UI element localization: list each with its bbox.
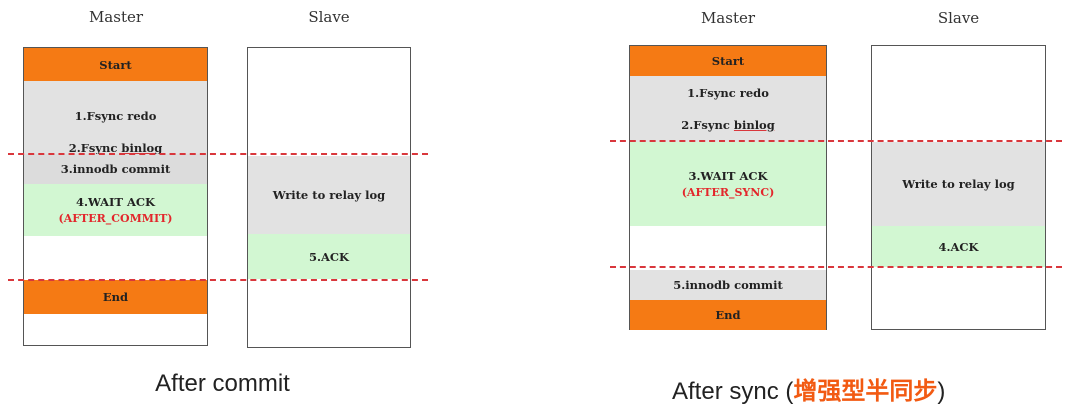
left-start-block: Start bbox=[24, 48, 207, 81]
left-relay-log-block: Write to relay log bbox=[248, 156, 410, 234]
right-start-label: Start bbox=[711, 54, 745, 68]
left-end-block: End bbox=[24, 280, 207, 314]
right-step3-label: 3.WAIT ACK bbox=[688, 169, 768, 183]
right-caption-highlight: 增强型半同步 bbox=[793, 378, 938, 405]
right-sync-line-bottom bbox=[610, 266, 1062, 268]
left-step3-label: 3.innodb commit bbox=[60, 162, 171, 176]
right-master-column: Start 1.Fsync redo 2.Fsync binlog 3.WAIT… bbox=[629, 45, 827, 330]
right-slave-header: Slave bbox=[937, 9, 980, 27]
left-start-label: Start bbox=[99, 57, 132, 72]
left-slave-header: Slave bbox=[308, 8, 350, 26]
left-step2-prefix: 2.Fsync bbox=[68, 141, 122, 155]
left-step2-word: binlog bbox=[121, 141, 163, 155]
right-step2-label: 2.Fsync binlog bbox=[681, 118, 775, 132]
right-caption-prefix: After sync ( bbox=[672, 378, 794, 405]
left-sync-line-bottom bbox=[8, 279, 428, 281]
left-slave-column: Write to relay log 5.ACK bbox=[247, 47, 411, 348]
right-ack-block: 4.ACK bbox=[872, 226, 1045, 267]
right-wait-ack-block: 3.WAIT ACK (AFTER_SYNC) bbox=[630, 142, 826, 226]
right-relay-log-label: Write to relay log bbox=[902, 177, 1015, 191]
left-step1-label: 1.Fsync redo bbox=[74, 109, 157, 123]
left-innodb-commit-block: 3.innodb commit bbox=[24, 154, 207, 184]
left-sync-line-top bbox=[8, 153, 428, 155]
right-step3-sub: (AFTER_SYNC) bbox=[681, 186, 775, 199]
right-master-header: Master bbox=[700, 9, 756, 27]
right-sync-line-top bbox=[610, 140, 1062, 142]
left-caption: After commit bbox=[155, 370, 290, 397]
right-caption-suffix: ) bbox=[937, 378, 946, 405]
right-ack-label: 4.ACK bbox=[938, 239, 979, 254]
left-master-column: Start 1.Fsync redo 2.Fsync binlog 3.inno… bbox=[23, 47, 208, 346]
right-slave-column: Write to relay log 4.ACK bbox=[871, 45, 1046, 330]
right-relay-log-block: Write to relay log bbox=[872, 142, 1045, 226]
right-fsync-block: 1.Fsync redo 2.Fsync binlog bbox=[630, 76, 826, 142]
left-step4-label: 4.WAIT ACK bbox=[75, 195, 156, 209]
right-end-label: End bbox=[715, 308, 741, 322]
right-caption: After sync (增强型半同步) bbox=[672, 371, 1052, 406]
right-step2-prefix: 2.Fsync bbox=[681, 118, 734, 132]
left-ack-label: 5.ACK bbox=[308, 249, 350, 264]
left-ack-block: 5.ACK bbox=[248, 234, 410, 279]
left-master-header: Master bbox=[88, 8, 144, 26]
right-step1-label: 1.Fsync redo bbox=[687, 86, 769, 100]
right-end-block: End bbox=[630, 300, 826, 330]
right-start-block: Start bbox=[630, 46, 826, 76]
right-step5-label: 5.innodb commit bbox=[673, 278, 783, 292]
left-end-label: End bbox=[102, 290, 129, 304]
left-step4-sub: (AFTER_COMMIT) bbox=[58, 212, 173, 225]
right-step2-word: binlog bbox=[733, 118, 775, 132]
left-relay-log-label: Write to relay log bbox=[272, 188, 386, 202]
left-wait-ack-block: 4.WAIT ACK (AFTER_COMMIT) bbox=[24, 184, 207, 236]
left-step2-label: 2.Fsync binlog bbox=[69, 141, 163, 155]
right-innodb-commit-block: 5.innodb commit bbox=[630, 270, 826, 300]
